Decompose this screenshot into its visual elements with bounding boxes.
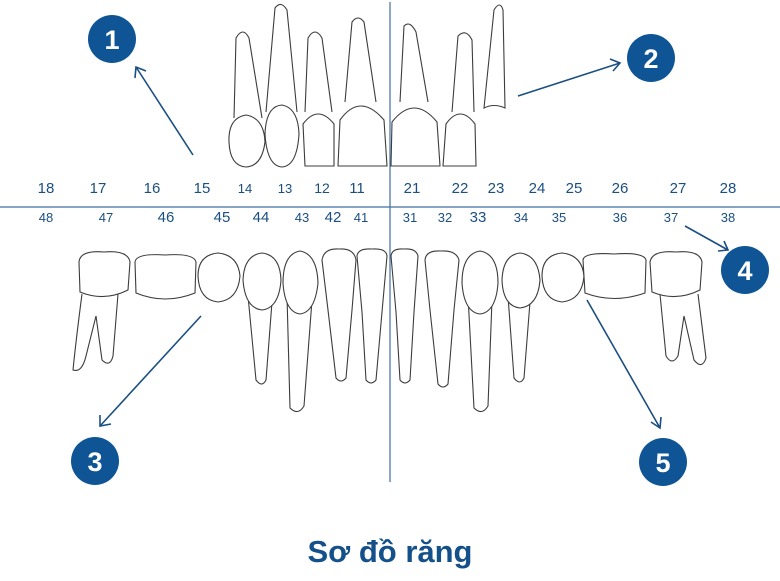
arrow-1	[135, 66, 194, 156]
arrow-3-head	[99, 415, 112, 427]
tooth-number: 31	[403, 210, 417, 225]
upper-teeth	[228, 3, 506, 168]
tooth-number: 45	[214, 209, 231, 226]
callout-number: 3	[87, 447, 102, 477]
tooth-number: 37	[664, 210, 678, 225]
tooth-number: 25	[566, 180, 583, 197]
tooth-12-crown	[302, 113, 335, 167]
tooth-12	[304, 31, 333, 113]
arrow-5-head	[650, 416, 662, 430]
tooth-number: 26	[612, 180, 629, 197]
tooth-37-roots	[659, 293, 707, 366]
lower-teeth	[72, 248, 707, 413]
tooth-number: 35	[552, 210, 566, 225]
tooth-14	[233, 31, 263, 119]
callout-arrows	[99, 58, 730, 430]
tooth-22	[451, 32, 475, 113]
tooth-35	[541, 252, 585, 303]
tooth-34	[501, 252, 541, 309]
tooth-31	[390, 248, 419, 384]
callout-badge-1: 1	[88, 15, 136, 63]
tooth-number: 41	[354, 210, 368, 225]
callout-badge-4: 4	[721, 246, 769, 294]
tooth-46	[134, 254, 197, 300]
tooth-number: 32	[438, 210, 452, 225]
tooth-number: 18	[38, 180, 55, 197]
tooth-number: 47	[99, 210, 113, 225]
tooth-number: 27	[670, 180, 687, 197]
tooth-number: 17	[90, 180, 107, 197]
tooth-number: 34	[514, 210, 528, 225]
tooth-number: 23	[488, 180, 505, 197]
tooth-number: 14	[238, 181, 252, 196]
callout-badge-2: 2	[627, 34, 675, 82]
tooth-number: 44	[253, 209, 270, 226]
tooth-number: 36	[613, 210, 627, 225]
tooth-number: 38	[721, 210, 735, 225]
tooth-number: 16	[144, 180, 161, 197]
tooth-number: 15	[194, 180, 211, 197]
arrow-2	[517, 62, 621, 97]
tooth-44-root	[247, 295, 273, 385]
arrow-4-head	[717, 240, 730, 252]
callout-number: 4	[737, 256, 752, 286]
tooth-number: 11	[349, 180, 365, 197]
arrow-2-head	[609, 58, 622, 72]
tooth-21-crown	[390, 107, 441, 167]
tooth-number: 24	[529, 180, 546, 197]
tooth-43	[282, 250, 319, 315]
tooth-14-crown	[228, 114, 266, 168]
tooth-number: 42	[325, 209, 342, 226]
tooth-34-root	[507, 295, 531, 383]
callout-number: 1	[104, 25, 119, 55]
tooth-42	[321, 248, 357, 382]
tooth-number: 43	[295, 210, 309, 225]
tooth-44	[242, 252, 282, 311]
arrow-4	[684, 225, 729, 251]
tooth-36	[582, 253, 647, 300]
tooth-21	[399, 23, 429, 103]
tooth-13-crown	[264, 104, 300, 168]
tooth-number: 28	[720, 180, 737, 197]
tooth-47-roots	[72, 293, 119, 371]
callout-number: 2	[643, 44, 658, 74]
tooth-33-root	[467, 295, 493, 413]
tooth-number: 12	[314, 180, 330, 196]
tooth-number: 21	[404, 180, 421, 197]
tooth-32	[424, 250, 460, 388]
tooth-45	[197, 252, 241, 303]
callout-badge-3: 3	[71, 437, 119, 485]
arrow-3	[99, 315, 202, 427]
callout-number: 5	[655, 448, 670, 478]
tooth-number: 22	[452, 180, 469, 197]
tooth-37	[649, 251, 703, 298]
upper-number-row: 18 17 16 15 14 13 12 11 21 22 23 24 25 2…	[38, 180, 737, 197]
lower-number-row: 48 47 46 45 44 43 42 41 31 32 33 34 35 3…	[39, 209, 735, 226]
tooth-41	[356, 248, 388, 384]
tooth-number: 46	[158, 209, 175, 226]
tooth-number: 33	[470, 209, 487, 226]
tooth-33	[461, 250, 499, 315]
tooth-22-crown	[442, 113, 477, 167]
tooth-number: 13	[278, 181, 292, 196]
callout-badge-5: 5	[639, 438, 687, 486]
tooth-47	[78, 251, 131, 298]
tooth-11	[344, 17, 377, 103]
tooth-43-root	[286, 295, 313, 413]
tooth-23	[483, 4, 506, 109]
tooth-11-crown	[337, 105, 388, 167]
arrow-1-head	[134, 65, 147, 79]
arrow-5	[586, 299, 661, 429]
diagram-title: Sơ đồ răng	[307, 534, 473, 569]
tooth-13	[265, 3, 298, 113]
tooth-number: 48	[39, 210, 53, 225]
